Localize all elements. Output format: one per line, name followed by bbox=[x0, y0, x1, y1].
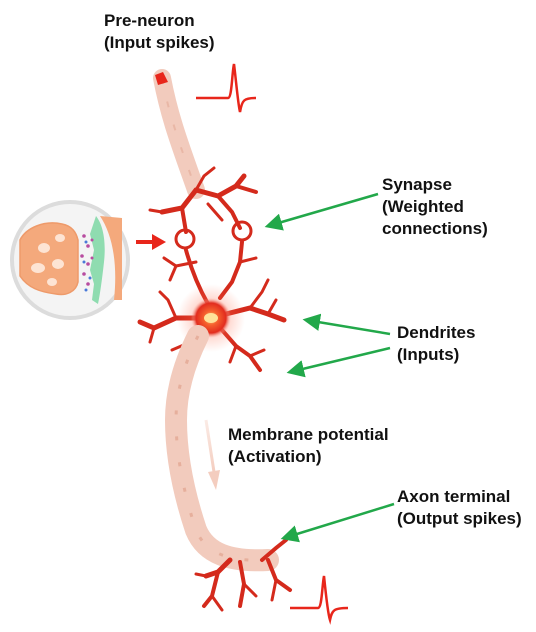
label-axon-line1: Axon terminal bbox=[397, 486, 522, 508]
output-spike-icon bbox=[290, 576, 348, 620]
label-membrane-line2: (Activation) bbox=[228, 446, 389, 468]
label-pre-neuron-line1: Pre-neuron bbox=[104, 10, 215, 32]
label-synapse-line2: (Weighted bbox=[382, 196, 488, 218]
label-axon-line2: (Output spikes) bbox=[397, 508, 522, 530]
label-dendrites-line1: Dendrites bbox=[397, 322, 475, 344]
label-dendrites: Dendrites (Inputs) bbox=[397, 322, 475, 366]
label-membrane-potential: Membrane potential (Activation) bbox=[228, 424, 389, 468]
synapse-ring-right bbox=[233, 222, 251, 240]
label-membrane-line1: Membrane potential bbox=[228, 424, 389, 446]
label-synapse-line3: connections) bbox=[382, 218, 488, 240]
label-synapse: Synapse (Weighted connections) bbox=[382, 174, 488, 240]
nucleus bbox=[204, 313, 218, 323]
input-spike-icon bbox=[196, 64, 256, 112]
membrane-arrow bbox=[206, 420, 220, 490]
label-synapse-line1: Synapse bbox=[382, 174, 488, 196]
pre-axon bbox=[155, 72, 196, 190]
zoom-arrow bbox=[136, 234, 166, 250]
label-dendrites-line2: (Inputs) bbox=[397, 344, 475, 366]
label-pre-neuron-line2: (Input spikes) bbox=[104, 32, 215, 54]
synapse-zoom-icon bbox=[12, 202, 128, 318]
label-axon-terminal: Axon terminal (Output spikes) bbox=[397, 486, 522, 530]
label-pre-neuron: Pre-neuron (Input spikes) bbox=[104, 10, 215, 54]
pointer-arrows bbox=[268, 194, 394, 538]
